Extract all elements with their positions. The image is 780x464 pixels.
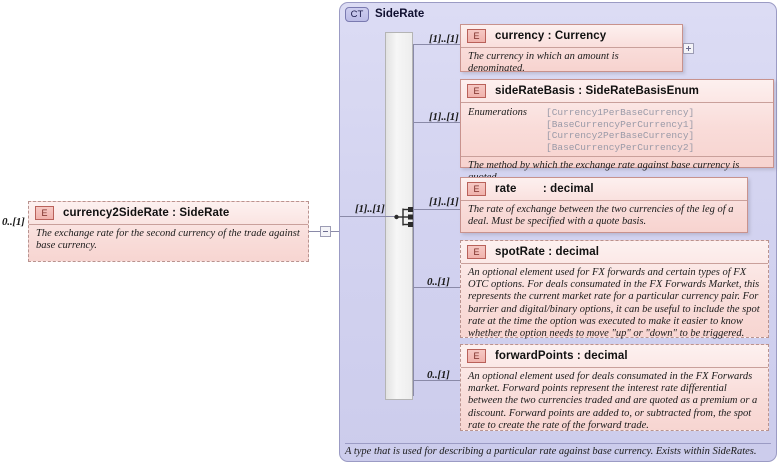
complex-type-footer-doc: A type that is used for describing a par… xyxy=(345,446,757,457)
siderate-basis-name: sideRateBasis : SideRateBasisEnum xyxy=(495,85,699,97)
element-box-rate[interactable]: E rate : decimal The rate of exchange be… xyxy=(460,177,748,233)
complex-type-footer-divider xyxy=(345,443,771,444)
rate-header: E rate : decimal xyxy=(461,178,747,201)
plus-icon-v xyxy=(688,46,689,51)
spotrate-cardinality: 0..[1] xyxy=(427,276,450,288)
connector-to-rate xyxy=(413,209,460,210)
enum-value: [Currency1PerBaseCurrency] xyxy=(546,107,695,118)
element-badge-icon: E xyxy=(467,84,486,98)
enum-value: [BaseCurrencyPerCurrency1] xyxy=(546,118,695,130)
enumerations-label: Enumerations xyxy=(468,107,527,118)
spotrate-name: spotRate : decimal xyxy=(495,246,600,258)
enumerations-values: [Currency1PerBaseCurrency][BaseCurrencyP… xyxy=(546,107,694,153)
spotrate-doc: An optional element used for FX forwards… xyxy=(468,267,760,340)
sequence-compositor-icon[interactable] xyxy=(394,205,420,229)
element-badge-icon: E xyxy=(467,29,486,43)
connector-root-to-toggle xyxy=(309,231,320,232)
complex-type-title: SideRate xyxy=(375,8,425,20)
element-badge-icon: E xyxy=(467,245,486,259)
root-element-box[interactable]: E currency2SideRate : SideRate The excha… xyxy=(28,201,309,262)
rate-doc: The rate of exchange between the two cur… xyxy=(468,204,734,228)
currency-cardinality: [1]..[1] xyxy=(429,33,459,45)
minus-icon xyxy=(323,231,328,232)
forwardpoints-name: forwardPoints : decimal xyxy=(495,350,628,362)
root-element-name: currency2SideRate : SideRate xyxy=(63,207,230,219)
connector-to-forwardpoints xyxy=(413,380,460,381)
root-collapse-toggle[interactable] xyxy=(320,226,331,237)
spotrate-header: E spotRate : decimal xyxy=(461,241,768,264)
connector-to-spotrate xyxy=(413,287,460,288)
rate-name: rate : decimal xyxy=(495,183,594,195)
element-badge-icon: E xyxy=(35,206,54,220)
connector-container-to-sequence xyxy=(340,216,396,217)
currency-expand-toggle[interactable] xyxy=(683,43,694,54)
currency-doc: The currency in which an amount is denom… xyxy=(468,51,619,75)
rate-cardinality: [1]..[1] xyxy=(429,196,459,208)
enum-value: [BaseCurrencyPerCurrency2] xyxy=(546,141,695,153)
siderate-basis-enumerations: Enumerations [Currency1PerBaseCurrency][… xyxy=(461,103,773,157)
root-element-header: E currency2SideRate : SideRate xyxy=(29,202,308,225)
forwardpoints-header: E forwardPoints : decimal xyxy=(461,345,768,368)
forwardpoints-cardinality: 0..[1] xyxy=(427,369,450,381)
currency-name: currency : Currency xyxy=(495,30,607,42)
element-badge-icon: E xyxy=(467,182,486,196)
siderate-basis-header: E sideRateBasis : SideRateBasisEnum xyxy=(461,80,773,103)
connector-trunk xyxy=(413,44,414,396)
forwardpoints-doc: An optional element used for deals consu… xyxy=(468,371,758,431)
element-box-spotrate[interactable]: E spotRate : decimal An optional element… xyxy=(460,240,769,339)
root-element-doc: The exchange rate for the second currenc… xyxy=(36,228,300,252)
root-element-cardinality: 0..[1] xyxy=(2,216,25,228)
currency-header: E currency : Currency xyxy=(461,25,682,48)
element-box-siderate-basis[interactable]: E sideRateBasis : SideRateBasisEnum Enum… xyxy=(460,79,774,183)
element-badge-icon: E xyxy=(467,349,486,363)
siderate-basis-cardinality: [1]..[1] xyxy=(429,111,459,123)
enum-value: [Currency2PerBaseCurrency] xyxy=(546,130,695,141)
element-box-forwardpoints[interactable]: E forwardPoints : decimal An optional el… xyxy=(460,344,769,431)
connector-to-currency xyxy=(413,44,460,45)
connector-toggle-to-container xyxy=(331,231,340,232)
complex-type-badge-icon: CT xyxy=(345,7,369,22)
connector-to-siderate-basis xyxy=(413,122,460,123)
sequence-cardinality: [1]..[1] xyxy=(355,203,385,215)
element-box-currency[interactable]: E currency : Currency The currency in wh… xyxy=(460,24,683,74)
